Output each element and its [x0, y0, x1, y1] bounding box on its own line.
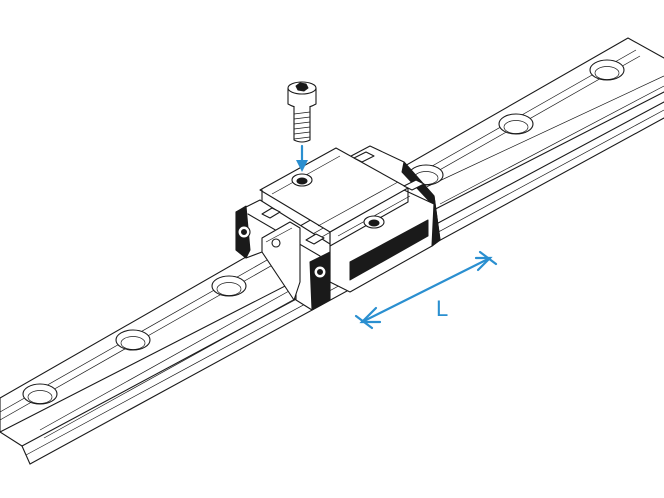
insertion-arrow-head: [296, 160, 308, 172]
mounting-hole: [22, 383, 58, 405]
end-cap-screw: [237, 225, 251, 239]
grease-nipple: [271, 238, 281, 248]
mounting-hole: [498, 113, 534, 135]
insertion-arrow: [296, 144, 308, 172]
cap-screw: [287, 81, 317, 143]
dimension-label-L: L: [436, 296, 448, 321]
length-dimension: L: [354, 250, 498, 330]
mounting-holes: [22, 59, 625, 405]
carriage-block: [235, 145, 441, 311]
carriage-top-hole: [363, 215, 385, 229]
mounting-hole: [115, 329, 151, 351]
mounting-hole: [589, 59, 625, 81]
end-cap-screw: [313, 265, 327, 279]
mounting-hole: [211, 275, 247, 297]
carriage-top-hole: [291, 173, 313, 187]
